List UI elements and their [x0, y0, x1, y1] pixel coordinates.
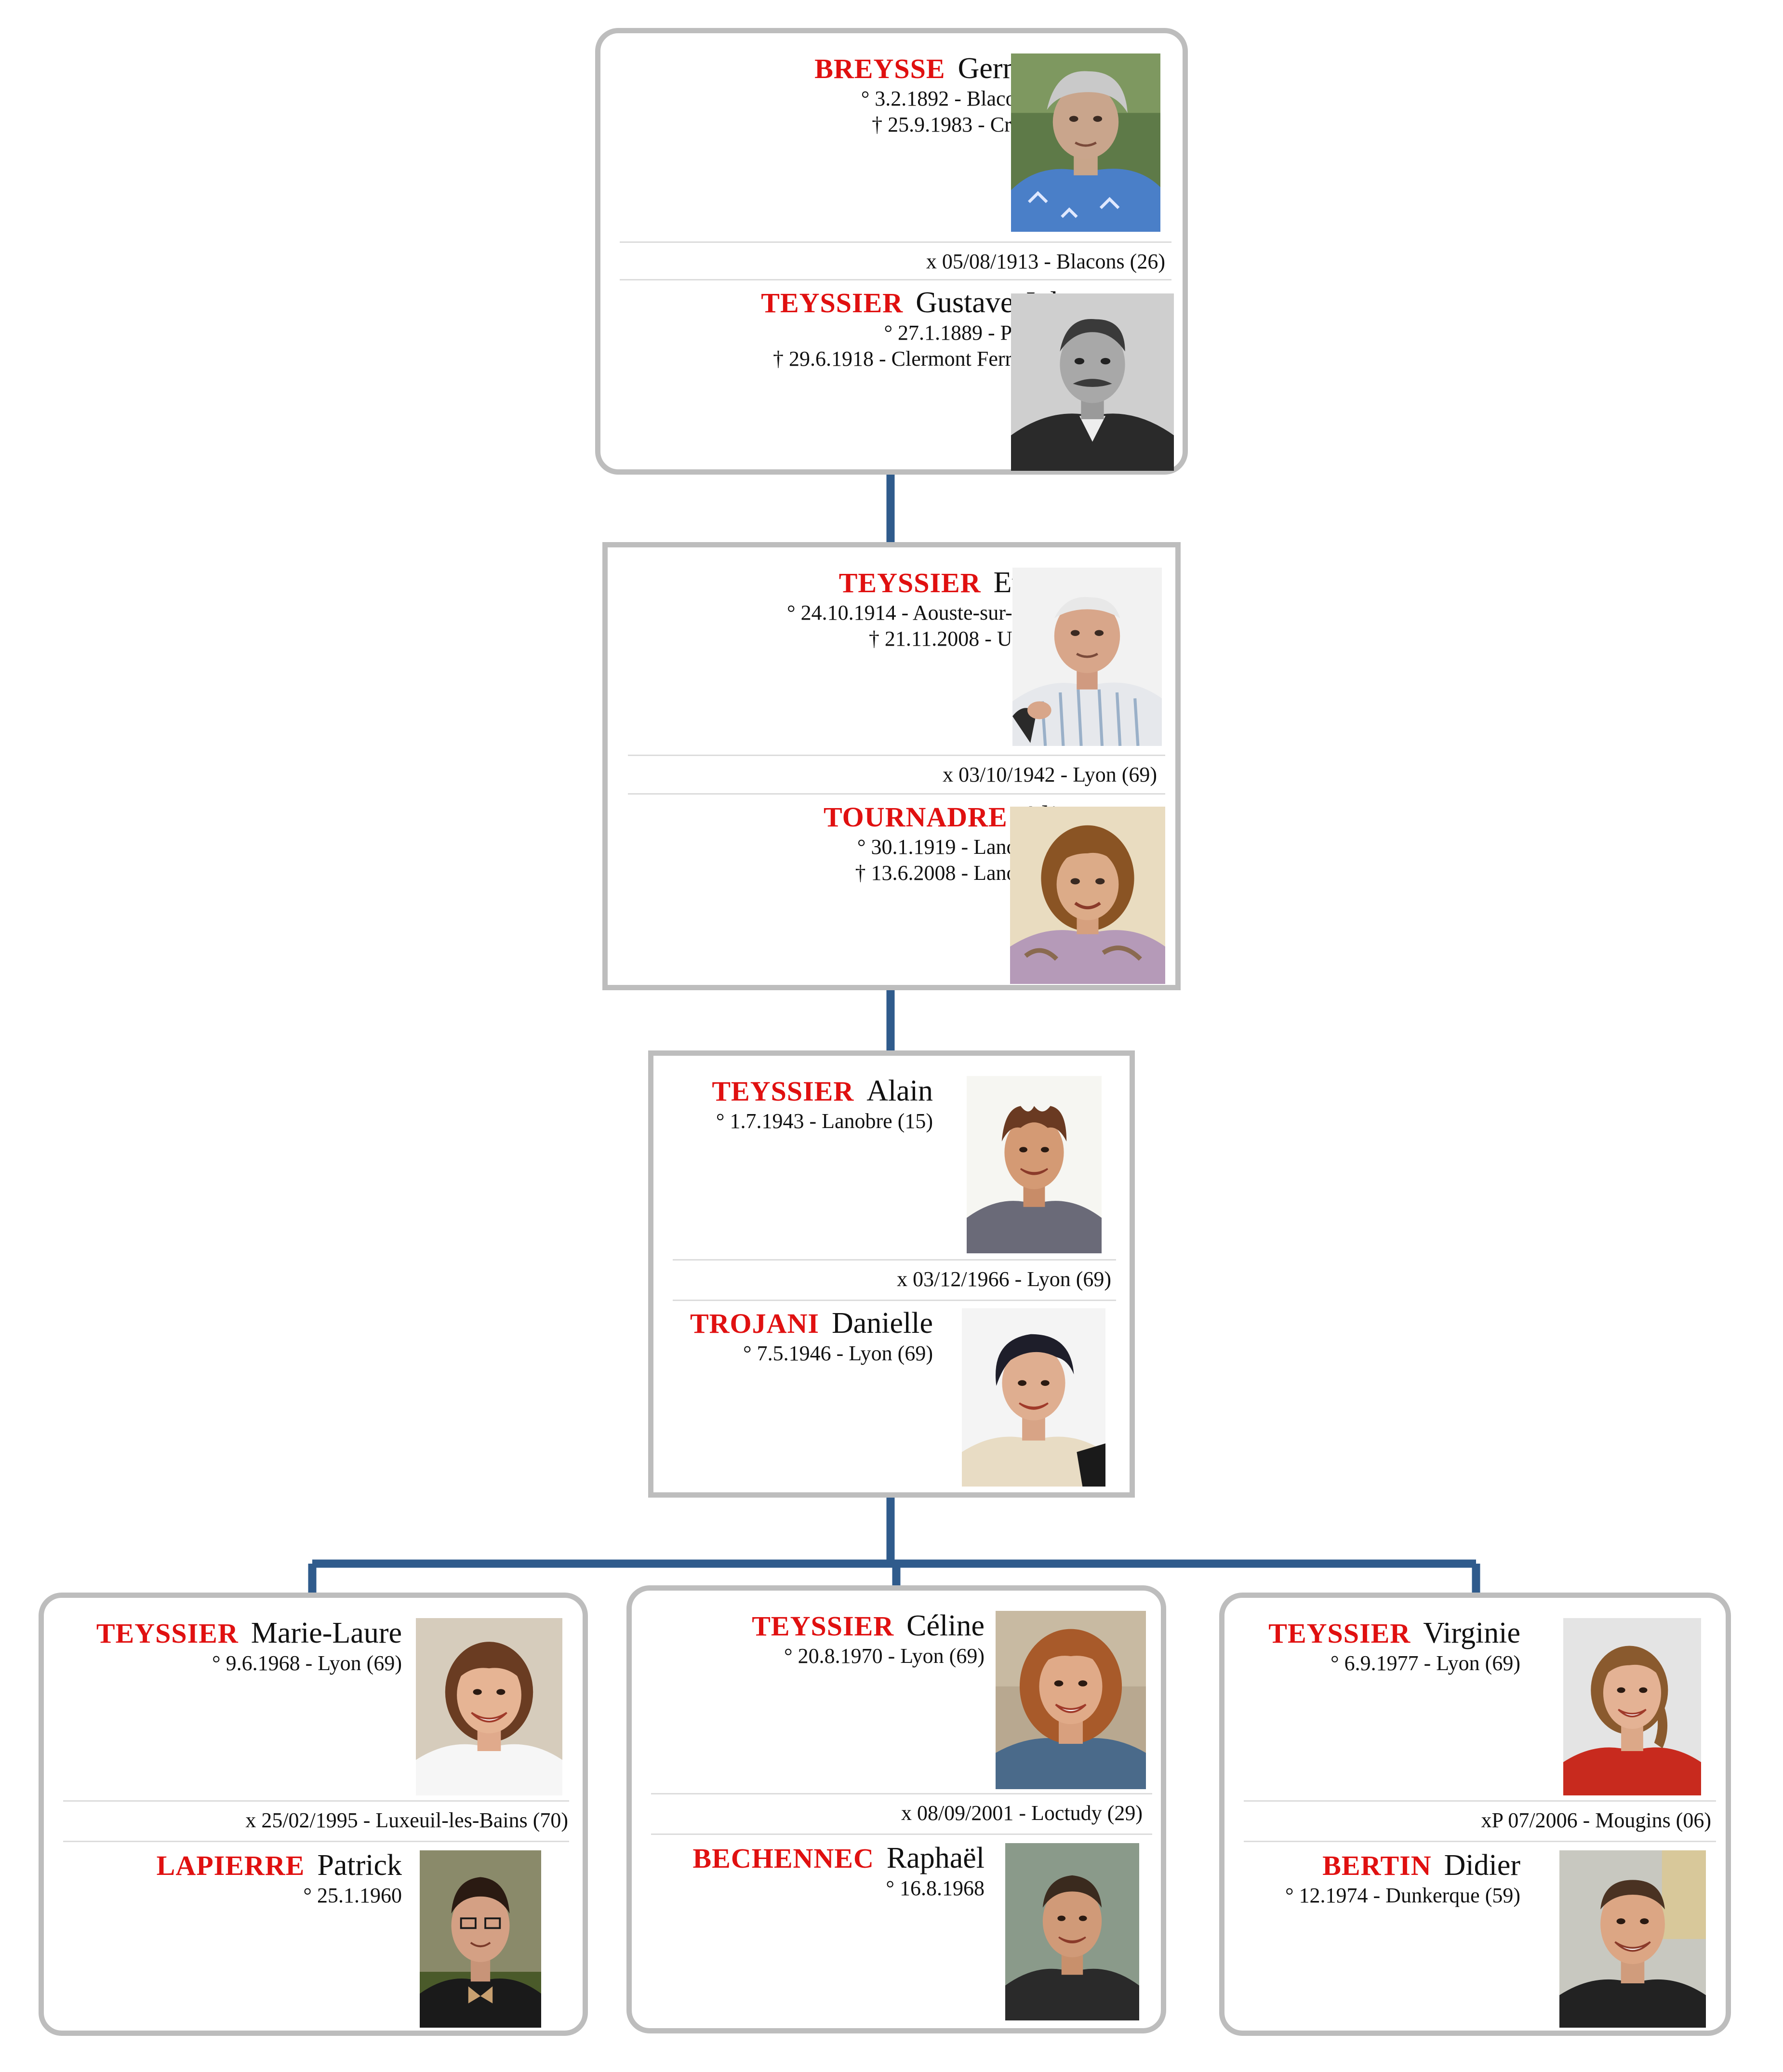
portrait-photo: [1011, 293, 1174, 471]
person-name: TEYSSIER Céline: [752, 1611, 985, 1641]
marriage-info: xP 07/2006 - Mougins (06): [1481, 1808, 1712, 1832]
person-given-name: Alain: [866, 1075, 933, 1107]
person-name: BECHENNEC Raphaël: [692, 1843, 985, 1873]
portrait-photo: [996, 1611, 1146, 1789]
person-surname: BERTIN: [1322, 1850, 1432, 1881]
person-surname: BECHENNEC: [692, 1843, 874, 1874]
separator: [1244, 1841, 1716, 1842]
person-name: TEYSSIER Virginie: [1268, 1618, 1520, 1648]
birth-info: ° 20.8.1970 - Lyon (69): [784, 1644, 985, 1668]
portrait-photo: [1012, 568, 1162, 746]
portrait-photo: [1010, 807, 1165, 984]
couple-card-gen4-celine: TEYSSIER Céline ° 20.8.1970 - Lyon (69): [626, 1585, 1166, 2033]
couple-card-gen1: BREYSSEGermaine ° 3.2.1892 - Blacons (26…: [595, 28, 1188, 475]
portrait-photo: [1559, 1850, 1706, 2028]
marriage-info: x 05/08/1913 - Blacons (26): [926, 250, 1165, 273]
person-teyssier-marie-laure: TEYSSIER Marie-Laure ° 9.6.1968 - Lyon (6…: [58, 1618, 579, 1811]
person-surname: TROJANI: [690, 1308, 819, 1339]
person-breysse-germaine: BREYSSEGermaine ° 3.2.1892 - Blacons (26…: [615, 53, 1168, 255]
person-bertin-didier: BERTIN Didier ° 12.1974 - Dunkerque (59): [1239, 1850, 1722, 2033]
portrait-photo: [962, 1308, 1105, 1487]
person-lapierre-patrick: LAPIERRE Patrick ° 25.1.1960: [58, 1850, 579, 2033]
couple-card-gen4-marie-laure: TEYSSIER Marie-Laure ° 9.6.1968 - Lyon (6…: [39, 1593, 588, 2036]
person-name: LAPIERRE Patrick: [157, 1850, 402, 1880]
separator: [620, 241, 1171, 243]
person-given-name: Céline: [906, 1609, 985, 1642]
marriage-info: x 03/12/1966 - Lyon (69): [897, 1267, 1111, 1291]
person-surname: TOURNADRE: [823, 801, 1008, 833]
birth-info: ° 6.9.1977 - Lyon (69): [1330, 1651, 1520, 1675]
person-given-name: Danielle: [831, 1307, 933, 1340]
separator: [673, 1300, 1116, 1301]
separator: [628, 793, 1165, 795]
person-name: TEYSSIER Marie-Laure: [96, 1618, 402, 1648]
portrait-photo: [416, 1618, 562, 1795]
couple-card-gen4-virginie: TEYSSIER Virginie ° 6.9.1977 - Lyon (69): [1219, 1593, 1731, 2036]
person-name: TROJANI Danielle: [690, 1308, 933, 1338]
person-surname: TEYSSIER: [1268, 1618, 1411, 1649]
person-name: TEYSSIER Alain: [712, 1076, 933, 1106]
separator: [63, 1841, 569, 1842]
birth-info: ° 12.1974 - Dunkerque (59): [1285, 1884, 1520, 1907]
person-teyssier-alain: TEYSSIER Alain ° 1.7.1943 - Lanobre (15): [668, 1076, 1126, 1269]
person-surname: LAPIERRE: [156, 1850, 305, 1881]
person-name: BERTIN Didier: [1322, 1850, 1520, 1880]
portrait-photo: [1563, 1618, 1701, 1795]
separator: [63, 1800, 569, 1802]
person-given-name: Didier: [1444, 1849, 1520, 1882]
portrait-photo: [967, 1076, 1102, 1253]
separator: [1244, 1800, 1716, 1802]
marriage-info: x 03/10/1942 - Lyon (69): [943, 763, 1157, 786]
person-bechennec-raphael: BECHENNEC Raphaël ° 16.8.1968: [646, 1843, 1157, 2026]
person-given-name: Raphaël: [886, 1842, 985, 1874]
birth-info: ° 7.5.1946 - Lyon (69): [743, 1341, 933, 1365]
separator: [628, 755, 1165, 756]
person-surname: BREYSSE: [814, 53, 945, 84]
person-tournadre-alice: TOURNADREAlice ° 30.1.1919 - Lanobre (15…: [622, 802, 1171, 985]
person-teyssier-etienne: TEYSSIEREtienne ° 24.10.1914 - Aouste-su…: [622, 568, 1171, 760]
separator: [620, 279, 1171, 280]
person-given-name: Marie-Laure: [251, 1617, 402, 1649]
couple-card-gen2: TEYSSIEREtienne ° 24.10.1914 - Aouste-su…: [602, 542, 1181, 990]
person-teyssier-celine: TEYSSIER Céline ° 20.8.1970 - Lyon (69): [646, 1611, 1157, 1804]
person-surname: TEYSSIER: [761, 287, 904, 319]
birth-info: ° 16.8.1968: [886, 1876, 985, 1900]
person-surname: TEYSSIER: [96, 1618, 239, 1649]
person-given-name: Virginie: [1423, 1617, 1520, 1649]
person-teyssier-virginie: TEYSSIER Virginie ° 6.9.1977 - Lyon (69): [1239, 1618, 1722, 1811]
person-surname: TEYSSIER: [712, 1076, 854, 1107]
separator: [651, 1833, 1152, 1835]
marriage-info: x 08/09/2001 - Loctudy (29): [901, 1801, 1143, 1825]
separator: [651, 1793, 1152, 1794]
portrait-photo: [1011, 53, 1160, 232]
marriage-info: x 25/02/1995 - Luxeuil-les-Bains (70): [245, 1808, 568, 1832]
portrait-photo: [420, 1850, 541, 2028]
birth-info: ° 1.7.1943 - Lanobre (15): [716, 1109, 933, 1133]
portrait-photo: [1005, 1843, 1139, 2020]
birth-info: ° 25.1.1960: [303, 1884, 402, 1907]
person-surname: TEYSSIER: [752, 1610, 894, 1642]
person-trojani-danielle: TROJANI Danielle ° 7.5.1946 - Lyon (69): [668, 1308, 1126, 1491]
birth-info: ° 9.6.1968 - Lyon (69): [212, 1651, 402, 1675]
separator: [673, 1259, 1116, 1261]
person-surname: TEYSSIER: [838, 567, 981, 598]
person-given-name: Patrick: [317, 1849, 402, 1882]
